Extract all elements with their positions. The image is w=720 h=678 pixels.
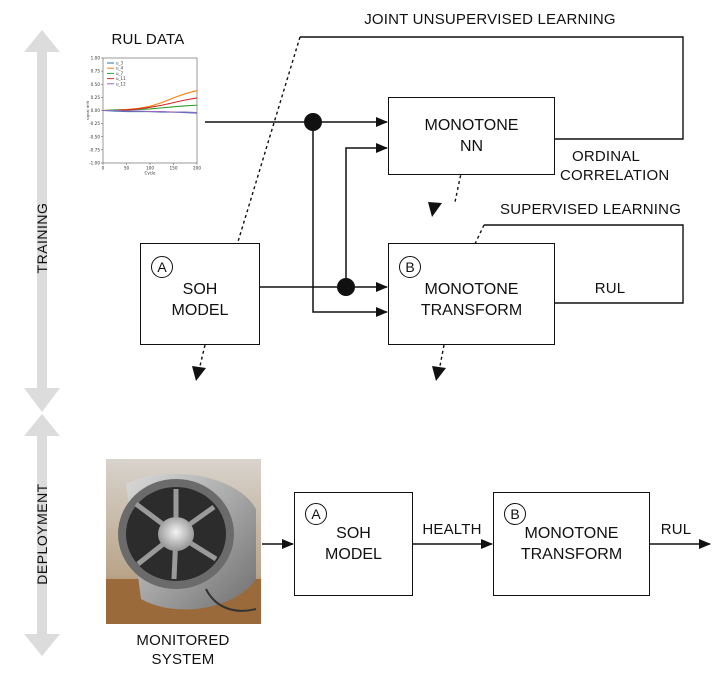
training-spine-arrow [24,30,60,412]
training-flow [205,117,388,317]
chart-x-tick-label: 200 [193,166,201,171]
deploy-transform-text: MONOTONE TRANSFORM [494,523,649,565]
monotone-transform-text: MONOTONE TRANSFORM [389,279,554,321]
chart-series-line-u12 [103,109,198,114]
chart-y-tick-label: 0.50 [91,82,101,87]
rul-deploy-label: RUL [660,521,692,538]
chart-legend-label: u_7 [116,71,124,76]
ordinal-correlation-line [300,36,684,140]
soh-model-block-deploy: A SOH MODEL [294,492,413,596]
monotone-nn-line1: MONOTONE [424,117,519,134]
monotone-nn-line2: NN [459,138,484,155]
transform-line2: TRANSFORM [420,302,523,319]
chart-legend-label: u_12 [116,81,126,86]
ordinal-correlation-label: ORDINAL CORRELATION [560,147,670,185]
monotone-transform-block-training: B MONOTONE TRANSFORM [388,243,555,345]
deployment-label: DEPLOYMENT [34,483,50,585]
health-label: HEALTH [422,521,482,538]
chart-y-tick-label: -0.25 [89,121,100,126]
chart-x-tick-label: 50 [124,166,130,171]
chart-y-tick-label: 1.00 [91,56,101,61]
chart-y-tick-label: -0.50 [89,134,100,139]
joint-dotted-arrowhead [428,202,442,217]
chart-y-tick-label: 0.75 [91,69,101,74]
supervised-dotted [473,224,485,247]
deployment-spine-arrow [24,414,60,656]
chart-legend-label: u_3 [116,61,124,66]
soh-model-block-training: A SOH MODEL [140,243,260,345]
monitored-system-photo [106,459,261,624]
rul-data-chart: 1.00 0.75 0.50 0.25 0.00 -0.25 -0.50 -0.75 -1.00… [86,56,201,176]
chart-x-tick-label: 150 [170,166,178,171]
monotone-nn-block: MONOTONE NN [388,97,555,175]
deploy-soh-text: SOH MODEL [295,523,412,565]
chart-y-tick-label: -0.75 [89,147,100,152]
monitored-system-label: MONITORED SYSTEM [118,631,248,669]
supervised-learning-label: SUPERVISED LEARNING [500,201,682,218]
soh-label-line2: MODEL [171,302,229,319]
soh-dotted-arrowhead [192,366,206,381]
deploy-transform-line1: MONOTONE [524,525,619,542]
chart-x-axis-label: Cycle [145,171,156,176]
junction-dot-rul [304,113,322,131]
ordinal-label-line1: ORDINAL [571,148,641,165]
chart-legend-label: u_4 [116,66,124,71]
soh-to-nn [345,143,388,287]
chart-legend-label: u_11 [116,76,126,81]
chart-y-tick-label: 0.00 [91,108,101,113]
soh-dotted-down [199,344,206,367]
rul-training-label: RUL [594,280,626,297]
deploy-soh-line2: MODEL [325,546,382,563]
chart-x-tick-label: 100 [146,166,154,171]
transform-dotted-down [439,344,445,367]
training-label: TRAINING [34,202,50,274]
soh-model-text: SOH MODEL [141,279,259,321]
junction-dot-soh [337,278,355,296]
chart-y-axis-label: signal drift [86,100,90,120]
chart-y-tick-label: -1.00 [89,161,100,166]
block-b-marker: B [399,256,421,278]
supervised-learning-loop [199,224,684,367]
block-a-marker: A [151,256,173,278]
rul-data-title: RUL DATA [111,31,185,48]
monotone-transform-block-deploy: B MONOTONE TRANSFORM [493,492,650,596]
ordinal-label-line2: CORRELATION [560,167,670,184]
transform-dotted-arrowhead [432,366,446,381]
rul-data-to-transform [312,122,388,317]
rul-feedback-line [484,224,684,304]
deploy-transform-line2: TRANSFORM [520,546,623,563]
joint-dotted-to-soh [236,36,301,246]
chart-y-tick-label: 0.25 [91,95,101,100]
monitored-line2: SYSTEM [151,651,215,668]
soh-label-line1: SOH [182,281,218,298]
deploy-soh-line1: SOH [336,525,371,542]
transform-line1: MONOTONE [424,281,519,298]
monotone-nn-text: MONOTONE NN [389,115,554,157]
phase-spine [24,30,60,656]
deploy-block-a-marker: A [305,503,327,525]
monitored-line1: MONITORED [136,632,230,649]
deploy-block-b-marker: B [504,503,526,525]
chart-x-tick-label: 0 [102,166,105,171]
joint-learning-label: JOINT UNSUPERVISED LEARNING [364,11,616,28]
